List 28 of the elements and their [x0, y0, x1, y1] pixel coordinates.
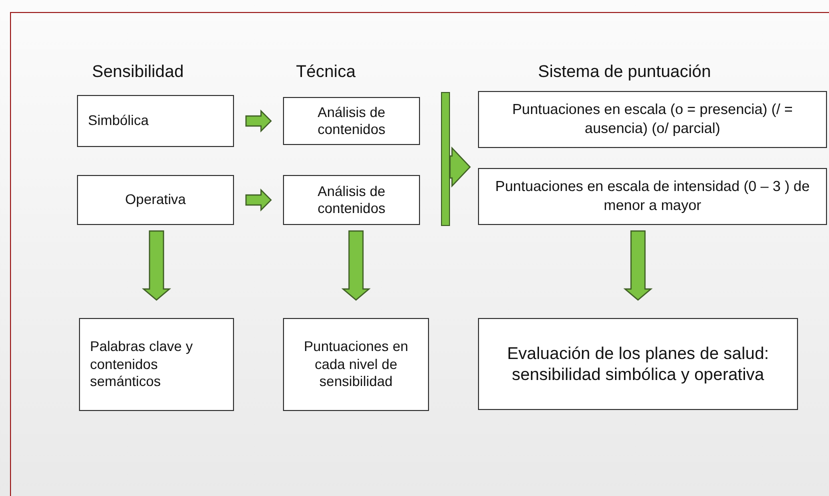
block-arrow: [449, 146, 471, 188]
process-box: [283, 318, 429, 411]
box-text: Simbólica: [88, 112, 149, 130]
process-box: [79, 318, 234, 411]
process-box: [77, 175, 234, 225]
column-heading: Sistema de puntuación: [538, 62, 711, 82]
process-box: [478, 168, 827, 225]
box-text: Análisis de contenidos: [316, 104, 386, 138]
box-text: Puntuaciones en cada nivel de sensibilidad: [302, 338, 410, 391]
box-text: Puntuaciones en escala de intensidad (0 – 3 ) de menor a mayor: [494, 178, 811, 215]
box-text: Evaluación de los planes de salud: sensibilidad simbólica y operativa: [506, 342, 770, 386]
process-box: [283, 175, 420, 225]
block-arrow: [142, 230, 172, 301]
column-heading: Sensibilidad: [92, 62, 184, 82]
box-text: Puntuaciones en escala (o = presencia) (/ = ausencia) (o/ parcial): [511, 101, 794, 138]
block-arrow: [623, 230, 653, 301]
block-arrow: [341, 230, 371, 301]
process-box: [283, 97, 420, 145]
box-text: Operativa: [125, 191, 186, 209]
column-heading: Técnica: [296, 62, 356, 82]
block-arrow: [245, 188, 272, 212]
process-box: [478, 318, 798, 410]
box-text: Palabras clave y contenidos semánticos: [90, 338, 194, 391]
process-box: [478, 91, 827, 148]
process-box: [77, 95, 234, 147]
bar-shape: [441, 92, 450, 226]
block-arrow: [245, 110, 272, 132]
box-text: Análisis de contenidos: [316, 182, 386, 218]
